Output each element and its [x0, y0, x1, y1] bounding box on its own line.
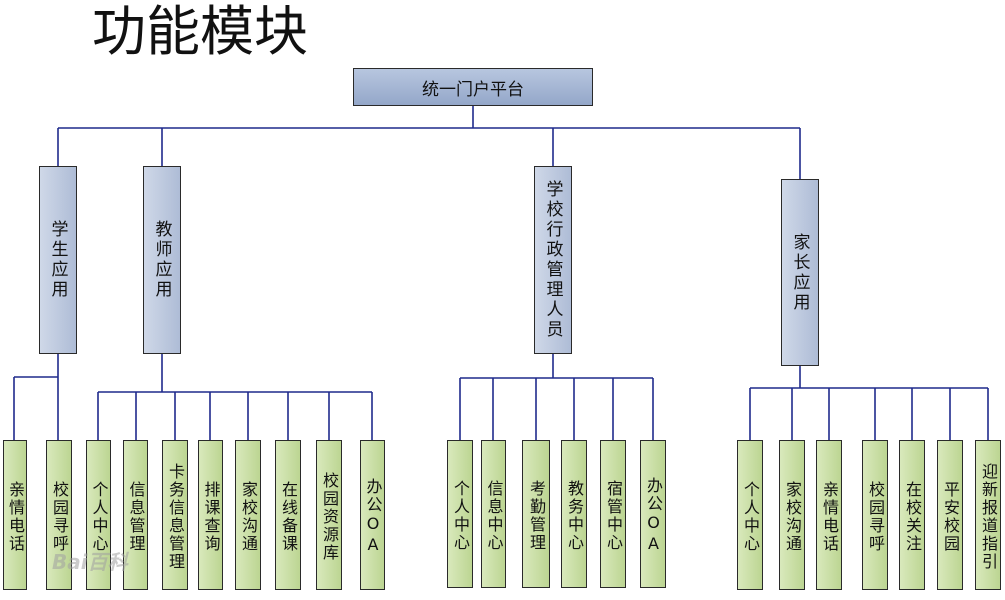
leaf-node: 个人中心 — [86, 440, 111, 590]
leaf-node: 排课查询 — [198, 440, 223, 590]
leaf-node: 信息管理 — [123, 440, 148, 590]
leaf-node: 考勤管理 — [522, 440, 550, 588]
leaf-node: 信息中心 — [481, 440, 506, 588]
category-teacher: 教师应用 — [143, 166, 181, 354]
category-parent: 家长应用 — [781, 179, 819, 366]
leaf-node: 教务中心 — [561, 440, 587, 588]
leaf-node: 校园资源库 — [316, 440, 342, 590]
leaf-node: 校园寻呼 — [862, 440, 888, 590]
leaf-node: 平安校园 — [937, 440, 963, 590]
leaf-node: 办公OA — [640, 440, 666, 588]
leaf-node: 亲情电话 — [3, 440, 27, 590]
leaf-node: 家校沟通 — [779, 440, 805, 590]
root-node: 统一门户平台 — [353, 68, 593, 106]
category-student: 学生应用 — [39, 166, 77, 354]
leaf-node: 个人中心 — [737, 440, 763, 590]
leaf-node: 宿管中心 — [600, 440, 626, 588]
leaf-node: 在校关注 — [899, 440, 925, 590]
leaf-node: 家校沟通 — [235, 440, 261, 590]
category-admin: 学校行政管理人员 — [534, 166, 572, 354]
watermark-logo: Bai百科 — [52, 550, 128, 574]
leaf-node: 亲情电话 — [816, 440, 842, 590]
leaf-node: 校园寻呼 — [46, 440, 72, 590]
page-title: 功能模块 — [92, 0, 308, 63]
leaf-node: 办公OA — [360, 440, 385, 590]
leaf-node: 在线备课 — [275, 440, 301, 590]
leaf-node: 迎新报道指引 — [975, 440, 1001, 590]
leaf-node: 个人中心 — [447, 440, 473, 588]
leaf-node: 卡务信息管理 — [162, 440, 188, 590]
